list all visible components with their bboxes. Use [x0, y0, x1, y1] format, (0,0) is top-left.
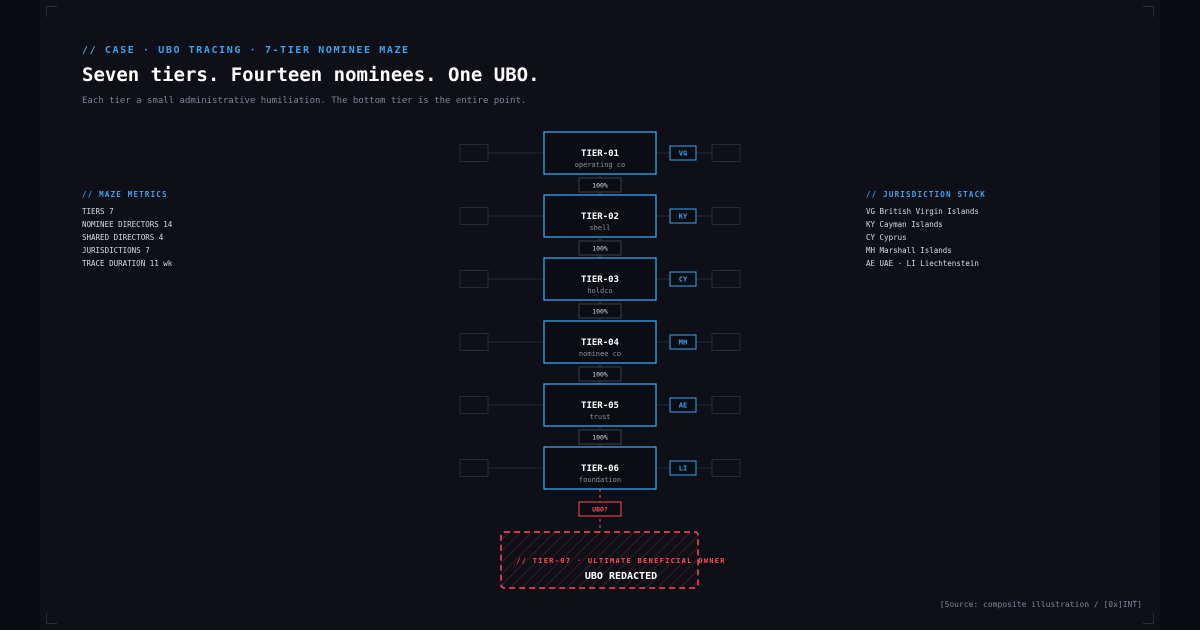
tier-name: TIER-05	[581, 401, 619, 411]
jurisdiction-item-ky: KY Cayman Islands	[866, 220, 943, 229]
jurisdiction-stack-list: VG British Virgin Islands KY Cayman Isla…	[866, 205, 986, 270]
ownership-tag-frame	[578, 240, 622, 256]
metric-shared-directors: SHARED DIRECTORS 4	[82, 233, 164, 242]
ubo-heading: // TIER-07 · ULTIMATE BENEFICIAL OWNER	[516, 557, 726, 565]
nominee-placeholder-right	[711, 396, 741, 414]
tier-type: trust	[589, 413, 610, 421]
jurisdiction-item-mh: MH Marshall Islands	[866, 246, 952, 255]
corner-bracket-bottom-left	[46, 613, 57, 624]
nominee-placeholder-left	[459, 207, 489, 225]
tier-name: TIER-02	[581, 212, 619, 222]
nominee-placeholder-right	[711, 270, 741, 288]
nominee-placeholder-right	[711, 207, 741, 225]
nominee-placeholder-left	[459, 333, 489, 351]
ownership-tag-frame	[578, 366, 622, 382]
ubo-question-tag-frame	[578, 501, 622, 517]
nominee-placeholder-right	[711, 459, 741, 477]
jurisdiction-stack-panel: // JURISDICTION STACK VG British Virgin …	[866, 190, 986, 270]
ownership-percent: 100%	[592, 245, 608, 253]
tier-node-4: TIER-04 nominee co MH 100%	[459, 320, 741, 384]
jurisdiction-tag-frame	[669, 397, 697, 413]
jurisdiction-stack-heading: // JURISDICTION STACK	[866, 190, 987, 199]
corner-bracket-top-left	[46, 6, 57, 17]
ownership-tag-frame	[578, 429, 622, 445]
nominee-placeholder-left	[459, 459, 489, 477]
ownership-percent: 100%	[592, 182, 608, 190]
ownership-percent: 100%	[592, 434, 608, 442]
jurisdiction-tag: AE	[679, 402, 687, 410]
ubo-box-frame	[500, 531, 699, 589]
tier-node-1: TIER-01 operating co VG 100%	[459, 131, 741, 195]
ownership-tag-frame	[578, 177, 622, 193]
nominee-placeholder-left	[459, 270, 489, 288]
jurisdiction-tag-frame	[669, 334, 697, 350]
jurisdiction-item-vg: VG British Virgin Islands	[866, 207, 979, 216]
nominee-placeholder-right	[711, 144, 741, 162]
maze-metrics-panel: // MAZE METRICS TIERS 7 NOMINEE DIRECTOR…	[82, 190, 172, 270]
tier-box-frame	[543, 194, 657, 238]
ownership-percent: 100%	[592, 308, 608, 316]
ubo-redacted-label: UBO REDACTED	[585, 571, 657, 582]
jurisdiction-tag-frame	[669, 208, 697, 224]
tier-box-frame	[543, 320, 657, 364]
case-eyebrow: // CASE · UBO TRACING · 7-TIER NOMINEE M…	[82, 45, 410, 56]
tier-node-5: TIER-05 trust AE 100%	[459, 383, 741, 447]
nominee-placeholder-left	[459, 396, 489, 414]
jurisdiction-tag-frame	[669, 460, 697, 476]
tier-type: operating co	[575, 161, 626, 169]
corner-bracket-top-right	[1143, 6, 1154, 17]
jurisdiction-item-ae-li: AE UAE · LI Liechtenstein	[866, 259, 979, 268]
jurisdiction-tag-frame	[669, 271, 697, 287]
page-title: Seven tiers. Fourteen nominees. One UBO.	[82, 64, 540, 86]
jurisdiction-tag: LI	[679, 465, 687, 473]
metric-trace-duration: TRACE DURATION 11 wk	[82, 259, 173, 268]
tier-node-3: TIER-03 holdco CY 100%	[459, 257, 741, 321]
jurisdiction-item-cy: CY Cyprus	[866, 233, 907, 242]
tier-type: holdco	[587, 287, 612, 295]
jurisdiction-tag: MH	[679, 339, 687, 347]
tier-box-frame	[543, 446, 657, 490]
nominee-placeholder-right	[711, 333, 741, 351]
jurisdiction-tag: KY	[679, 213, 688, 221]
jurisdiction-tag: VG	[679, 150, 687, 158]
tier-name: TIER-03	[581, 275, 619, 285]
source-credit: [Source: composite illustration / [0x]IN…	[939, 600, 1142, 609]
jurisdiction-tag-frame	[669, 145, 697, 161]
tier-type: nominee co	[579, 350, 621, 358]
tier-name: TIER-06	[581, 464, 619, 474]
nominee-placeholder-left	[459, 144, 489, 162]
tier-name: TIER-01	[581, 149, 619, 159]
maze-metrics-heading: // MAZE METRICS	[82, 190, 168, 199]
ubo-question-tag: UBO?	[592, 506, 608, 514]
ubo-box: // TIER-07 · ULTIMATE BENEFICIAL OWNER U…	[500, 531, 726, 589]
metric-tiers: TIERS 7	[82, 207, 114, 216]
tier-name: TIER-04	[581, 338, 620, 348]
ownership-percent: 100%	[592, 371, 608, 379]
tier-box-frame	[543, 383, 657, 427]
tier-type: shell	[589, 224, 610, 232]
metric-jurisdictions: JURISDICTIONS 7	[82, 246, 150, 255]
ownership-tag-frame	[578, 303, 622, 319]
corner-bracket-bottom-right	[1143, 613, 1154, 624]
tier-node-6: TIER-06 foundation LI UBO?	[459, 446, 741, 532]
jurisdiction-tag: CY	[679, 276, 688, 284]
page-subtitle: Each tier a small administrative humilia…	[82, 96, 527, 106]
metric-nominee-directors: NOMINEE DIRECTORS 14	[82, 220, 173, 229]
tier-node-2: TIER-02 shell KY 100%	[459, 194, 741, 258]
maze-metrics-list: TIERS 7 NOMINEE DIRECTORS 14 SHARED DIRE…	[82, 205, 172, 270]
tier-box-frame	[543, 131, 657, 175]
tier-type: foundation	[579, 476, 621, 484]
